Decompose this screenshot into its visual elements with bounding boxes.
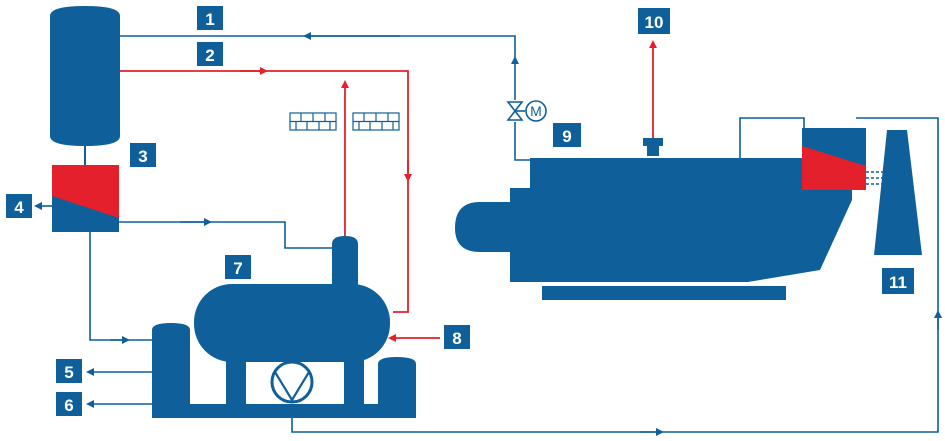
motor-icon bbox=[525, 100, 547, 122]
pipe-feedwater-to-boiler bbox=[291, 117, 942, 436]
economizer bbox=[802, 128, 866, 190]
label-badge-1: 1 bbox=[197, 6, 223, 30]
label-1: 1 bbox=[205, 10, 214, 29]
label-badge-5: 5 bbox=[56, 359, 82, 383]
label-badge-10: 10 bbox=[638, 8, 670, 34]
brick-wall-icon bbox=[352, 112, 400, 131]
chimney bbox=[874, 130, 922, 255]
label-badge-2: 2 bbox=[197, 42, 223, 66]
feed-pump bbox=[270, 360, 314, 404]
label-badge-9: 9 bbox=[553, 123, 581, 147]
label-badge-3: 3 bbox=[130, 143, 156, 167]
pipe-hot-line-2 bbox=[119, 67, 412, 313]
label-badge-4: 4 bbox=[6, 194, 32, 218]
vertical-vessel bbox=[50, 6, 120, 146]
pipe-preheater-to-tank bbox=[89, 232, 152, 344]
motorized-valve: M bbox=[506, 100, 547, 122]
label-badge-7: 7 bbox=[225, 255, 251, 279]
label-3: 3 bbox=[138, 147, 147, 166]
label-badge-11: 11 bbox=[882, 268, 914, 294]
label-6: 6 bbox=[64, 396, 73, 415]
pipe-preheater-to-deaerator bbox=[119, 218, 333, 249]
burner bbox=[455, 202, 512, 252]
label-2: 2 bbox=[205, 46, 214, 65]
motor-symbol: M bbox=[530, 103, 542, 119]
pipe-economizer-loop bbox=[739, 117, 805, 158]
label-badge-6: 6 bbox=[56, 392, 82, 416]
label-4: 4 bbox=[14, 198, 24, 217]
label-11: 11 bbox=[889, 273, 907, 292]
label-8: 8 bbox=[452, 329, 461, 348]
brick-wall-icon bbox=[289, 112, 337, 131]
steam-boiler bbox=[510, 138, 852, 300]
label-10: 10 bbox=[645, 13, 664, 32]
label-7: 7 bbox=[233, 259, 242, 278]
feedwater-tank-assembly bbox=[152, 236, 416, 418]
preheater-exchanger bbox=[52, 165, 119, 232]
pipe-return-line-1 bbox=[119, 32, 530, 161]
label-5: 5 bbox=[64, 363, 73, 382]
label-9: 9 bbox=[562, 127, 571, 146]
label-badge-8: 8 bbox=[444, 325, 470, 349]
